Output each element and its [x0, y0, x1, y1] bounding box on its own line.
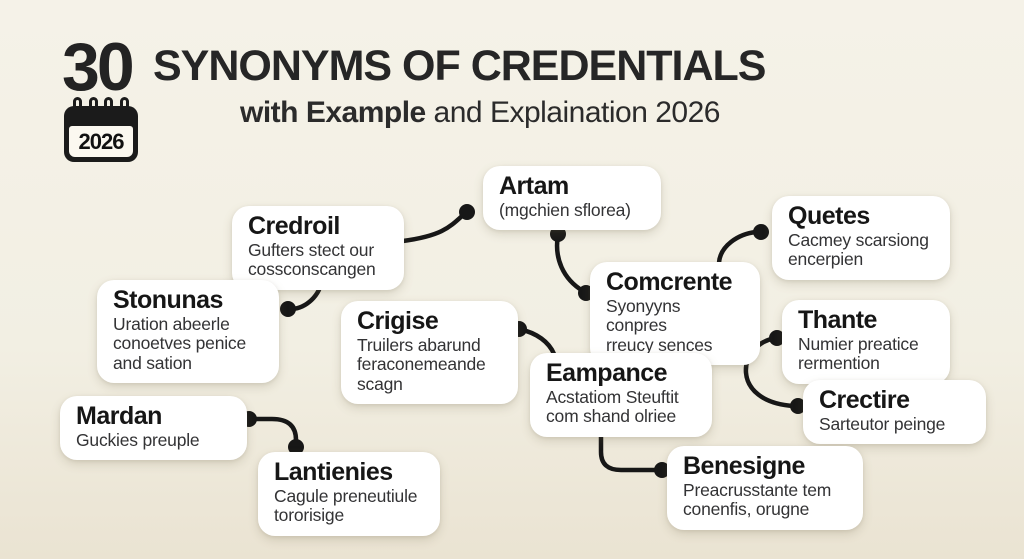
calendar-face: 2026	[69, 126, 133, 157]
connector-comcrente-quetes	[716, 229, 759, 266]
calendar-body: 2026	[64, 106, 138, 162]
card-description: Uration abeerle conoetves penice and sat…	[113, 313, 247, 373]
card-comcrente: Comcrente Syonyyns conpres rreucy sences	[590, 262, 760, 366]
card-description: Cagule preneutiule tororisige	[274, 485, 418, 526]
card-title: Artam	[499, 172, 569, 200]
card-title: Stonunas	[113, 286, 223, 314]
card-description: Sarteutor peinge	[819, 413, 946, 434]
calendar-icon: 2026	[64, 97, 138, 162]
card-eampance: Eampance Acstatiom Steuftit com shand ol…	[530, 353, 712, 437]
card-thante: Thante Numier preatice rermention	[782, 300, 950, 384]
card-description: Guckies preuple	[76, 429, 200, 450]
card-crigise: Crigise Truilers abarund feraconemeande …	[341, 301, 518, 405]
connector-mardan-lantienies	[247, 416, 299, 447]
card-crectire: Crectire Sarteutor peinge	[803, 380, 986, 445]
calendar-ring-icon	[73, 97, 82, 110]
card-title: Crectire	[819, 386, 910, 414]
subtitle-bold-part: with Example	[240, 96, 426, 129]
card-benesigne: Benesigne Preacrusstante tem conenfis, o…	[667, 446, 863, 530]
card-lantienies: Lantienies Cagule preneutiule tororisige	[258, 452, 440, 536]
card-title: Credroil	[248, 212, 340, 240]
card-description: Cacmey scarsiong encerpien	[788, 229, 929, 270]
card-description: Truilers abarund feraconemeande scagn	[357, 334, 486, 394]
connector-dot	[280, 301, 296, 317]
calendar-ring-icon	[104, 97, 114, 110]
card-description: Preacrusstante tem conenfis, orugne	[683, 479, 832, 520]
card-title: Benesigne	[683, 452, 805, 480]
synonym-count: 30	[62, 29, 135, 105]
card-quetes: Quetes Cacmey scarsiong encerpien	[772, 196, 950, 280]
card-title: Mardan	[76, 402, 162, 430]
calendar-binding-rings	[73, 97, 129, 110]
card-title: Lantienies	[274, 458, 393, 486]
card-artam: Artam (mgchien sflorea)	[483, 166, 661, 231]
page-subtitle: with Example and Explaination 2026	[240, 96, 720, 130]
calendar-ring-icon	[119, 97, 129, 110]
connector-crigise-eampance	[516, 326, 557, 357]
connector-dot	[459, 204, 475, 220]
subtitle-rest-part: and Explaination 2026	[425, 96, 721, 129]
card-title: Crigise	[357, 307, 439, 335]
card-description: (mgchien sflorea)	[499, 199, 631, 220]
card-stonunas: Stonunas Uration abeerle conoetves penic…	[97, 280, 279, 384]
card-credroil: Credroil Gufters stect our cossconscange…	[232, 206, 404, 290]
card-mardan: Mardan Guckies preuple	[60, 396, 247, 461]
card-title: Quetes	[788, 202, 870, 230]
connector-credroil-artam	[400, 213, 465, 244]
card-title: Eampance	[546, 359, 668, 387]
connector-artam-comcrente	[554, 232, 586, 294]
card-title: Comcrente	[606, 268, 733, 296]
card-description: Acstatiom Steuftit com shand olriee	[546, 386, 679, 427]
card-description: Gufters stect our cossconscangen	[248, 239, 376, 280]
card-description: Numier preatice rermention	[798, 333, 919, 374]
calendar-year-label: 2026	[78, 128, 125, 154]
connector-eampance-benesigne	[598, 430, 661, 473]
page-title: SYNONYMS OF CREDENTIALS	[153, 42, 766, 90]
card-title: Thante	[798, 306, 877, 334]
calendar-ring-icon	[88, 97, 98, 110]
card-description: Syonyyns conpres rreucy sences	[606, 295, 713, 355]
connector-dot	[753, 224, 769, 240]
